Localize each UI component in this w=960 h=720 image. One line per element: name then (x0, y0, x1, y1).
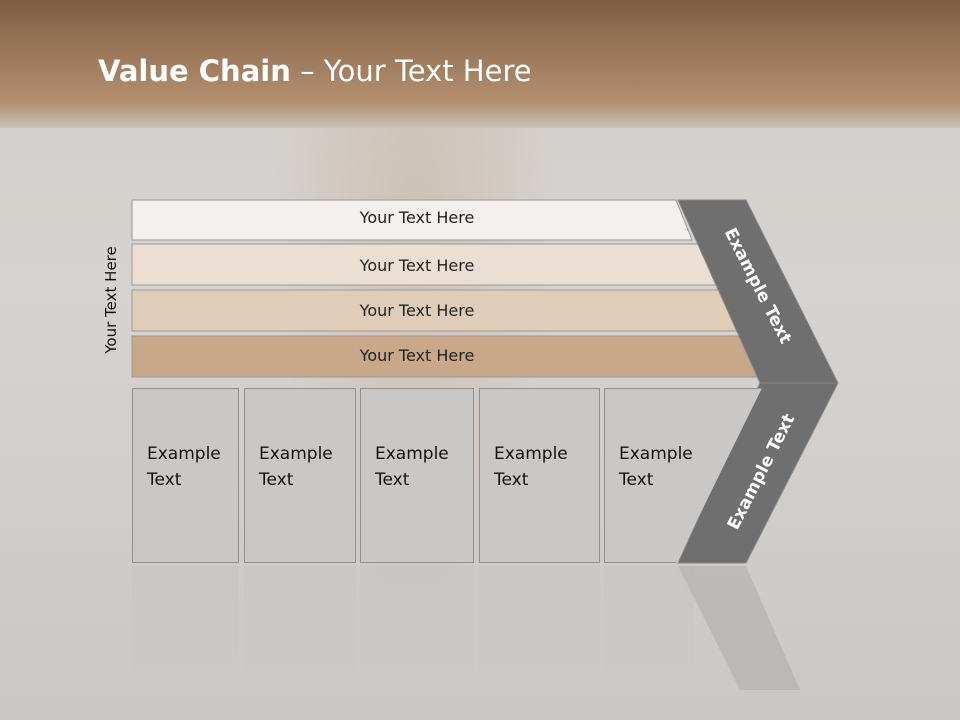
activity-cell-1: Example Text (132, 388, 239, 563)
activity-cell-4: Example Text (479, 388, 600, 563)
cell-reflection-1 (132, 566, 239, 686)
cell-reflection-2 (244, 566, 356, 686)
cell-label-4: Example Text (494, 444, 568, 490)
title-rest: – Your Text Here (290, 54, 532, 88)
row-bar-1 (131, 199, 693, 241)
title-bold: Value Chain (98, 54, 291, 88)
chevron-reflection (678, 566, 800, 690)
row-label-1: Your Text Here (359, 208, 475, 227)
cell-label-5: Example Text (619, 444, 693, 490)
row-label-4: Your Text Here (359, 346, 475, 365)
cell-reflection-4 (479, 566, 600, 686)
header-band (0, 0, 960, 128)
cell-label-1: Example Text (147, 444, 221, 490)
slide-title: Value Chain – Your Text Here (98, 54, 532, 88)
cell-reflection-5 (604, 566, 694, 686)
cell-label-3: Example Text (375, 444, 449, 490)
cell-reflection-3 (360, 566, 474, 686)
row-label-2: Your Text Here (359, 256, 475, 275)
cell-label-2: Example Text (259, 444, 333, 490)
activity-cell-2: Example Text (244, 388, 356, 563)
row-label-3: Your Text Here (359, 301, 475, 320)
activity-cell-3: Example Text (360, 388, 474, 563)
